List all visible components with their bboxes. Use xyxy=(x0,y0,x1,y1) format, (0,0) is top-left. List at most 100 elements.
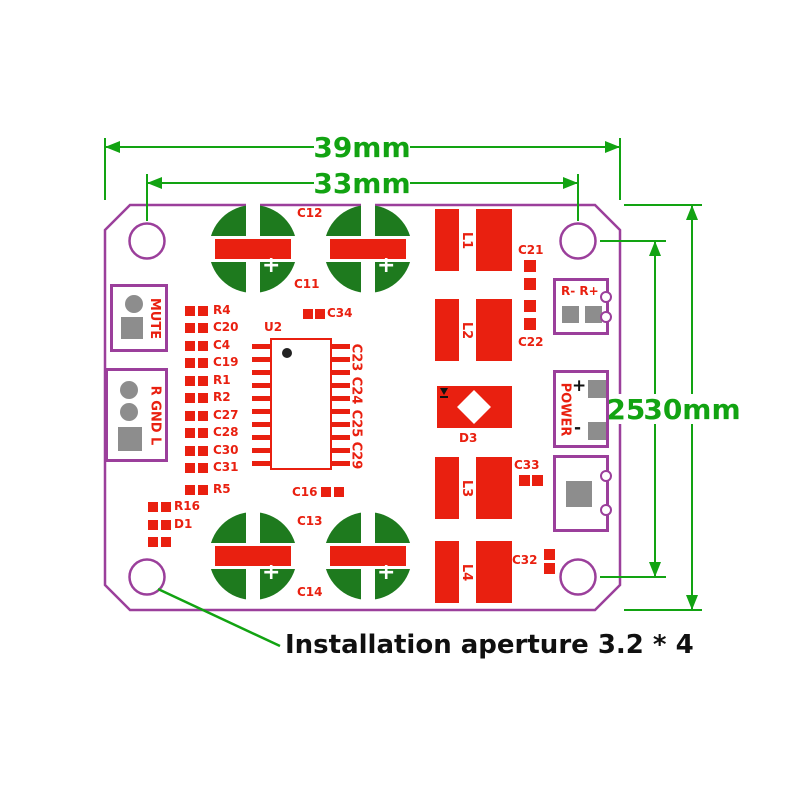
label-c12: C12 xyxy=(297,206,323,220)
label-r1: R1 xyxy=(213,373,231,387)
pad-square xyxy=(588,380,606,398)
inductor-pad xyxy=(435,299,459,361)
capacitor-pad xyxy=(215,546,291,566)
solder-pad xyxy=(185,393,195,403)
inductor-pad xyxy=(435,457,459,519)
label-c19: C19 xyxy=(213,355,239,369)
solder-pad xyxy=(185,463,195,473)
label-r2: R2 xyxy=(213,390,231,404)
solder-pad xyxy=(185,358,195,368)
label-c34: C34 xyxy=(327,306,353,320)
ic-pin xyxy=(252,370,270,375)
mute-label: MUTE xyxy=(147,297,163,339)
ic-pin xyxy=(332,435,350,440)
label-c27: C27 xyxy=(213,408,239,422)
label-r5: R5 xyxy=(213,482,231,496)
polarity-plus-mark: + xyxy=(262,560,281,585)
solder-pad xyxy=(198,485,208,495)
pad-square xyxy=(562,306,579,323)
mounting-hole-top-left xyxy=(128,222,166,260)
label-r4: R4 xyxy=(213,303,231,317)
ic-pin xyxy=(332,409,350,414)
label-l1: L1 xyxy=(459,231,475,249)
inductor-pad xyxy=(435,541,459,603)
solder-pad xyxy=(315,309,325,319)
mounting-hole-bottom-left xyxy=(128,558,166,596)
solder-pad xyxy=(161,502,171,512)
capacitor-c14: + xyxy=(322,510,414,602)
label-c29: C29 xyxy=(348,441,364,469)
ic-pin xyxy=(252,383,270,388)
mounting-hole-top-right xyxy=(559,222,597,260)
aux-connector xyxy=(553,455,612,532)
solder-pad xyxy=(198,376,208,386)
pad-square xyxy=(585,306,602,323)
label-c20: C20 xyxy=(213,320,239,334)
speaker-out-connector: R- R+ xyxy=(553,278,612,335)
mounting-hole-bottom-right xyxy=(559,558,597,596)
inductor-pad xyxy=(476,299,512,361)
audio-in-label: R GND L xyxy=(147,385,163,445)
leader-line xyxy=(157,587,281,648)
label-c25: C25 xyxy=(348,409,364,437)
ic-pin xyxy=(252,396,270,401)
solder-pad xyxy=(321,487,331,497)
solder-pad xyxy=(198,393,208,403)
solder-pad xyxy=(198,463,208,473)
ic-pin xyxy=(252,409,270,414)
capacitor-pad xyxy=(330,239,406,259)
label-c28: C28 xyxy=(213,425,239,439)
solder-pad xyxy=(303,309,313,319)
solder-pad xyxy=(524,300,536,312)
label-c11: C11 xyxy=(294,277,320,291)
diode-d3 xyxy=(437,386,512,428)
capacitor-c13: + xyxy=(207,510,299,602)
solder-pad xyxy=(185,485,195,495)
label-l3: L3 xyxy=(459,479,475,497)
ic-u2-body xyxy=(270,338,332,470)
label-l2: L2 xyxy=(459,321,475,339)
pad-hole xyxy=(120,381,138,399)
inductor-l1: L1 xyxy=(435,209,512,271)
label-c31: C31 xyxy=(213,460,239,474)
solder-pad xyxy=(185,376,195,386)
label-c21: C21 xyxy=(518,243,544,257)
mute-connector: MUTE xyxy=(110,284,168,352)
ic-pin xyxy=(332,461,350,466)
solder-pad xyxy=(161,537,171,547)
solder-pad xyxy=(544,563,555,574)
inductor-l2: L2 xyxy=(435,299,512,361)
label-r16: R16 xyxy=(174,499,200,513)
dimension-33mm-label: 33mm xyxy=(313,166,411,200)
label-c16: C16 xyxy=(292,485,318,499)
pad-hole xyxy=(125,295,143,313)
solder-pad xyxy=(185,306,195,316)
label-c23: C23 xyxy=(348,343,364,371)
solder-pad xyxy=(532,475,543,486)
solder-pad xyxy=(198,323,208,333)
label-c33: C33 xyxy=(514,458,540,472)
capacitor-c12: + xyxy=(207,203,299,295)
solder-pad xyxy=(544,549,555,560)
solder-pad xyxy=(198,411,208,421)
inductor-pad xyxy=(476,457,512,519)
solder-pad xyxy=(148,537,158,547)
pad-hole xyxy=(120,403,138,421)
capacitor-c11: + xyxy=(322,203,414,295)
label-c32: C32 xyxy=(512,553,538,567)
installation-aperture-note: Installation aperture 3.2 * 4 xyxy=(285,630,694,660)
power-plus-sign: + xyxy=(572,376,587,396)
ic-pin xyxy=(252,461,270,466)
terminal-hole xyxy=(600,291,612,303)
ic-pin xyxy=(252,422,270,427)
inductor-pad xyxy=(435,209,459,271)
ic-pin xyxy=(332,422,350,427)
solder-pad xyxy=(185,341,195,351)
label-c14: C14 xyxy=(297,585,323,599)
ic-pin xyxy=(332,383,350,388)
power-connector: POWER + - xyxy=(553,370,609,448)
inductor-l3: L3 xyxy=(435,457,512,519)
solder-pad xyxy=(519,475,530,486)
pad-square xyxy=(588,422,606,440)
